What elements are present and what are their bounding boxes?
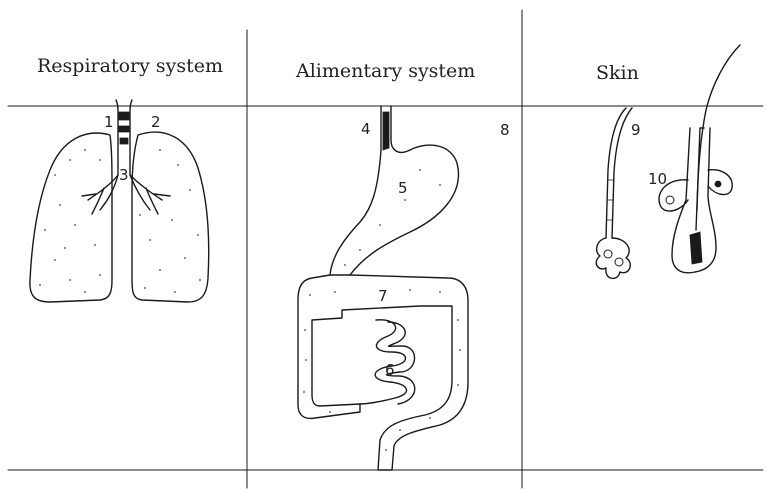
respiratory-drawing: 1 2 3 (30, 100, 209, 302)
sebaceous-lobe-a (666, 196, 674, 204)
right-bronchi (130, 175, 170, 214)
sebaceous-lobe-b (715, 181, 721, 187)
sweat-gland-coil (596, 238, 630, 278)
alimentary-heading: Alimentary system (295, 60, 475, 82)
label-6: 6 (385, 361, 395, 379)
sweat-duct-left (606, 108, 626, 238)
hair-bulb (690, 232, 702, 264)
trachea-left-wall (116, 100, 118, 175)
label-3: 3 (119, 166, 129, 184)
alimentary-drawing: 4 5 6 7 8 (298, 106, 510, 470)
label-7: 7 (378, 287, 388, 305)
label-10: 10 (648, 170, 667, 188)
small-intestine (360, 320, 406, 404)
label-4: 4 (361, 120, 371, 138)
stomach (330, 145, 458, 275)
left-lung (30, 133, 112, 302)
trachea-right-wall (130, 100, 132, 175)
label-1: 1 (104, 113, 114, 131)
label-2: 2 (151, 113, 161, 131)
esophagus-lining (383, 112, 389, 150)
trachea-rings (119, 112, 129, 144)
gut-speckles (303, 169, 461, 451)
right-lung (132, 132, 209, 302)
label-5: 5 (398, 179, 408, 197)
gland-loop-b (615, 258, 623, 266)
respiratory-heading: Respiratory system (37, 55, 223, 77)
gland-loop-a (604, 250, 612, 258)
esophagus-right (391, 106, 410, 152)
skin-heading: Skin (596, 62, 639, 84)
label-9: 9 (631, 121, 641, 139)
hair-root (696, 128, 704, 230)
label-8: 8 (500, 121, 510, 139)
